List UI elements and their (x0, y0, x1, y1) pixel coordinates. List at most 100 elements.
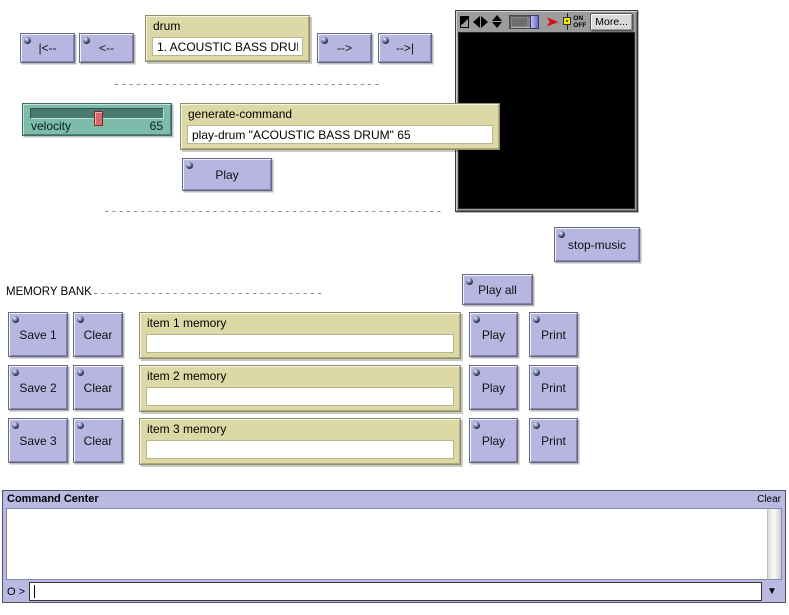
item-3-memory-field[interactable] (146, 440, 454, 459)
action-dot-icon (77, 316, 84, 323)
item-2-memory-title: item 2 memory (147, 369, 227, 383)
play-1-label: Play (481, 327, 506, 342)
action-dot-icon (77, 369, 84, 376)
action-dot-icon (382, 37, 389, 44)
velocity-slider[interactable]: velocity 65 (22, 103, 172, 136)
item-3-memory-panel: item 3 memory (139, 418, 461, 465)
clear-3-label: Clear (83, 433, 113, 448)
led-icon (563, 17, 572, 25)
velocity-label: velocity (31, 119, 72, 133)
viewer-volume-track (512, 17, 528, 26)
separator-memory: -------------------------------- (92, 286, 324, 300)
action-dot-icon (12, 422, 19, 429)
action-dot-icon (533, 369, 540, 376)
item-2-memory-field[interactable] (146, 387, 454, 406)
print-1-button[interactable]: Print (529, 312, 578, 357)
save-3-label: Save 3 (19, 433, 57, 448)
play-3-button[interactable]: Play (469, 418, 518, 463)
clear-1-button[interactable]: Clear (73, 312, 123, 357)
save-3-button[interactable]: Save 3 (8, 418, 68, 463)
media-viewer-panel: ➤ ON OFF More... (455, 10, 638, 212)
separator-mid: ----------------------------------------… (103, 204, 443, 218)
play-all-label: Play all (478, 282, 517, 297)
action-dot-icon (473, 316, 480, 323)
clear-1-label: Clear (83, 327, 113, 342)
print-1-label: Print (541, 327, 566, 342)
clear-2-button[interactable]: Clear (73, 365, 123, 410)
print-3-label: Print (541, 433, 566, 448)
item-3-memory-title: item 3 memory (147, 422, 227, 436)
contrast-icon[interactable] (460, 15, 470, 28)
goto-last-drum-label: -->| (395, 41, 415, 55)
action-dot-icon (473, 369, 480, 376)
action-dot-icon (533, 422, 540, 429)
generate-command-panel: generate-command (180, 103, 500, 150)
goto-first-drum-button[interactable]: |<-- (20, 33, 75, 63)
generate-command-field[interactable] (187, 125, 493, 144)
item-1-memory-panel: item 1 memory (139, 312, 461, 359)
save-1-label: Save 1 (19, 327, 57, 342)
print-2-label: Print (541, 380, 566, 395)
action-dot-icon (186, 162, 193, 169)
play-all-button[interactable]: Play all (462, 274, 533, 305)
save-1-button[interactable]: Save 1 (8, 312, 68, 357)
item-1-memory-title: item 1 memory (147, 316, 227, 330)
goto-first-drum-label: |<-- (38, 41, 57, 55)
command-input[interactable] (30, 583, 761, 600)
stop-music-button[interactable]: stop-music (554, 227, 640, 262)
action-dot-icon (321, 37, 328, 44)
play-button-label: Play (215, 167, 239, 182)
play-1-button[interactable]: Play (469, 312, 518, 357)
save-2-button[interactable]: Save 2 (8, 365, 68, 410)
drum-panel-title: drum (153, 19, 181, 33)
drum-value-field[interactable] (152, 37, 303, 56)
command-input-wrap (29, 582, 762, 601)
vertical-arrows-icon[interactable] (492, 15, 503, 28)
stop-music-label: stop-music (567, 237, 626, 252)
play-2-button[interactable]: Play (469, 365, 518, 410)
goto-last-drum-button[interactable]: -->| (378, 33, 432, 63)
velocity-slider-handle[interactable] (94, 111, 103, 126)
action-dot-icon (12, 316, 19, 323)
play-arrow-icon[interactable]: ➤ (545, 13, 560, 30)
command-center-titlebar: Command Center Clear (3, 491, 785, 507)
print-2-button[interactable]: Print (529, 365, 578, 410)
horizontal-arrows-icon[interactable] (473, 15, 489, 28)
item-2-memory-panel: item 2 memory (139, 365, 461, 412)
play-2-label: Play (481, 380, 506, 395)
action-dot-icon (466, 278, 473, 285)
prompt-label: O > (7, 585, 26, 598)
generate-command-title: generate-command (188, 107, 293, 121)
command-center-clear-button[interactable]: Clear (757, 493, 781, 505)
viewer-volume-slider[interactable] (509, 14, 540, 29)
output-scrollbar[interactable] (767, 509, 781, 579)
action-dot-icon (77, 422, 84, 429)
save-2-label: Save 2 (19, 380, 57, 395)
history-dropdown-button[interactable]: ▼ (767, 586, 777, 597)
toggle-off-label: OFF (573, 21, 587, 29)
on-off-toggle[interactable]: ON OFF (563, 13, 586, 30)
command-prompt-row: O > ▼ (6, 582, 782, 601)
next-drum-label: --> (337, 41, 352, 55)
clear-2-label: Clear (83, 380, 113, 395)
print-3-button[interactable]: Print (529, 418, 578, 463)
command-center-panel: Command Center Clear O > ▼ (2, 490, 786, 603)
drum-panel: drum (145, 15, 310, 62)
next-drum-button[interactable]: --> (317, 33, 372, 63)
command-output-area[interactable] (6, 508, 782, 580)
velocity-slider-track[interactable] (30, 108, 164, 126)
viewer-volume-handle[interactable] (530, 14, 540, 29)
item-1-memory-field[interactable] (146, 334, 454, 353)
clear-3-button[interactable]: Clear (73, 418, 123, 463)
prev-drum-button[interactable]: <-- (79, 33, 134, 63)
action-dot-icon (24, 37, 31, 44)
media-viewer-toolbar: ➤ ON OFF More... (456, 11, 637, 32)
toggle-on-label: ON (573, 14, 584, 22)
play-button[interactable]: Play (182, 158, 272, 191)
more-button[interactable]: More... (590, 12, 633, 31)
action-dot-icon (558, 231, 565, 238)
action-dot-icon (12, 369, 19, 376)
action-dot-icon (83, 37, 90, 44)
command-center-title: Command Center (7, 493, 99, 505)
